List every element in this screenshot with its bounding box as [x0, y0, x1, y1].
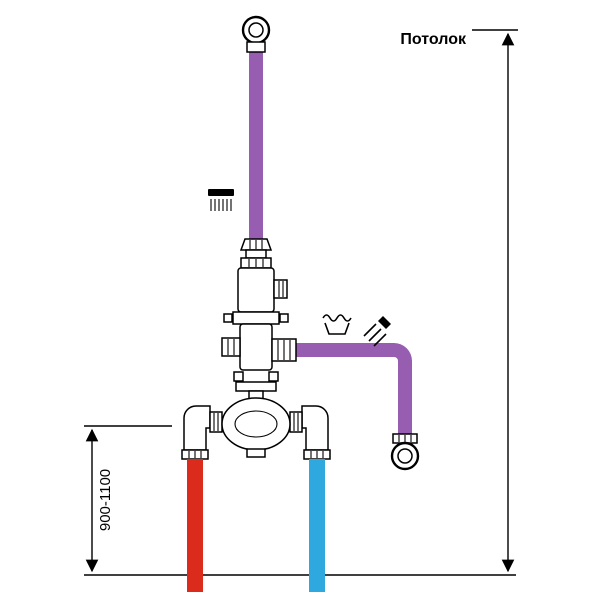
riser-union-fitting	[239, 238, 273, 269]
mid-valve-body	[221, 323, 297, 371]
ceiling-mount	[241, 15, 271, 53]
left-elbow	[183, 405, 211, 451]
mixer-body	[209, 397, 303, 458]
height-range-label: 900-1100	[97, 469, 114, 531]
cold-inlet-nut	[303, 449, 331, 460]
dimension-ceiling: Потолок	[400, 29, 518, 573]
ceiling-label: Потолок	[400, 31, 467, 48]
branch-pipe	[296, 343, 412, 436]
overhead-shower-icon	[208, 189, 234, 211]
bath-spout-icon	[322, 314, 352, 335]
hand-shower-icon	[363, 316, 391, 347]
hot-inlet-nut	[181, 449, 209, 460]
lower-flange	[233, 371, 279, 402]
dimension-height-range: 900-1100	[84, 425, 172, 573]
branch-end-fitting	[390, 433, 420, 471]
hot-water-pipe	[187, 459, 203, 592]
shower-riser-pipe	[249, 46, 263, 240]
right-elbow	[301, 405, 329, 451]
cold-water-pipe	[309, 459, 325, 592]
upper-valve-body	[237, 267, 288, 313]
upper-flange	[223, 311, 289, 325]
